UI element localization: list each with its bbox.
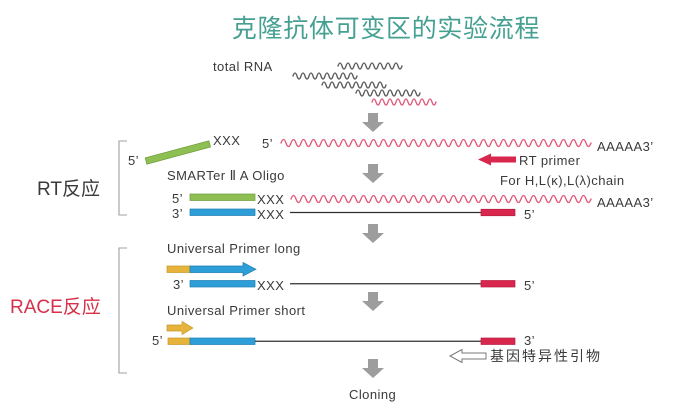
race-short-step: Universal Primer short 5’ 3’ 基因特异性引物 xyxy=(152,303,602,364)
smarter-oligo-bar xyxy=(144,140,212,165)
step-arrow-icon xyxy=(362,113,384,132)
product-3-prime-label: 3’ xyxy=(524,333,535,348)
page-title: 克隆抗体可变区的实验流程 xyxy=(232,15,540,43)
rt-stage-bracket xyxy=(118,140,127,216)
oligo-5-prime-label: 5’ xyxy=(172,191,183,206)
template-3-prime-label: 3’ xyxy=(173,277,184,292)
rt-primer-target-label: For H,L(κ),L(λ)chain xyxy=(500,173,625,188)
template-5-prime-label: 5’ xyxy=(524,278,535,293)
rt-stage-label: RT反应 xyxy=(37,178,100,200)
universal-primer-long-label: Universal Primer long xyxy=(167,241,301,256)
universal-primer-short-arrow-icon xyxy=(166,320,194,336)
cdna-tag-complement-bar xyxy=(189,337,256,345)
total-rna-step: total RNA xyxy=(213,59,437,106)
cdna-tag-complement-bar xyxy=(189,280,256,288)
mrna-strand xyxy=(290,194,592,204)
cdna-tag-complement-bar xyxy=(189,208,256,216)
polya-3-prime-label: AAAAA3’ xyxy=(597,139,654,154)
mrna-5-prime-label: 5’ xyxy=(262,136,273,151)
rna-strand xyxy=(337,62,403,70)
template-tag-label: XXX xyxy=(257,278,284,293)
rt-primer-bar xyxy=(480,280,516,288)
smarter-oligo-bar xyxy=(189,193,256,201)
cloning-label: Cloning xyxy=(349,387,396,402)
cdna-5-prime-label: 5’ xyxy=(524,207,535,222)
mrna-strand xyxy=(371,98,437,106)
gene-specific-primer-arrow-icon xyxy=(448,348,487,364)
rna-strand xyxy=(292,72,358,80)
step-arrow-icon xyxy=(362,164,384,183)
step-arrow-icon xyxy=(362,292,384,311)
oligo-tag-label: XXX xyxy=(213,133,240,148)
polya-3-prime-label: AAAAA3’ xyxy=(597,195,654,210)
rt-primer-arrow-icon xyxy=(478,153,516,166)
product-5-prime-label: 5’ xyxy=(152,333,163,348)
first-strand-step: 5’ XXX AAAAA3’ 3’ XXX 5’ xyxy=(172,191,654,222)
gene-specific-primer-label: 基因特异性引物 xyxy=(490,348,602,364)
race-stage-bracket xyxy=(118,247,127,374)
total-rna-label: total RNA xyxy=(213,59,273,74)
step-arrow-icon xyxy=(362,359,384,378)
cdna-3-prime-label: 3’ xyxy=(172,206,183,221)
rt-primer-bar xyxy=(480,208,516,217)
rt-binding-step: 5’ XXX 5’ AAAAA3’ RT primer For H,L(κ),L… xyxy=(128,133,654,188)
universal-primer-adapter-bar xyxy=(167,337,191,345)
rt-primer-label: RT primer xyxy=(519,153,581,168)
universal-primer-adapter-bar xyxy=(166,265,191,273)
cdna-tag-label: XXX xyxy=(257,207,284,222)
oligo-5-prime-label: 5’ xyxy=(128,153,139,168)
universal-primer-long-arrow-icon xyxy=(189,261,257,277)
gene-specific-primer-bar xyxy=(480,337,516,345)
race-long-step: Universal Primer long 3’ XXX 5’ xyxy=(166,241,535,293)
smarter-oligo-label: SMARTer Ⅱ A Oligo xyxy=(167,168,285,183)
race-stage-label: RACE反应 xyxy=(10,296,101,318)
step-arrow-icon xyxy=(362,224,384,243)
oligo-tag-label: XXX xyxy=(257,192,284,207)
mrna-strand xyxy=(280,138,592,148)
rna-strand xyxy=(321,81,387,89)
rna-strand xyxy=(355,89,421,97)
universal-primer-short-label: Universal Primer short xyxy=(167,303,306,318)
